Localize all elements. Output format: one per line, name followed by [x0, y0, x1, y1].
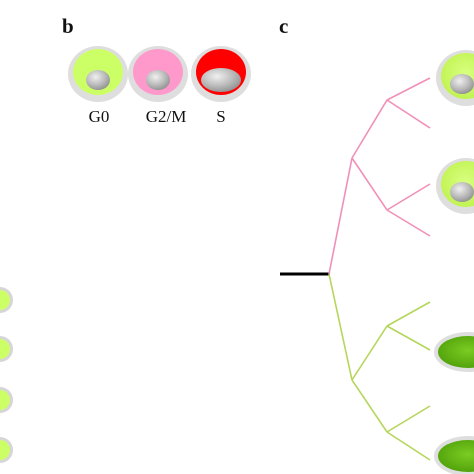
- panel-a-cell-2: [0, 336, 13, 362]
- legend-label-g2m: G2/M: [145, 107, 187, 126]
- leaf-cell-g0-1: [436, 50, 474, 106]
- nucleus-icon: [146, 70, 170, 90]
- panel-a-cell-3: [0, 387, 13, 413]
- pink-branch: [328, 77, 431, 275]
- panel-b-label: b: [62, 14, 74, 38]
- legend-cell-s: [191, 46, 251, 102]
- panel-a-cell-1: [0, 287, 13, 313]
- leaf-cell-dark-green-1: [434, 332, 474, 372]
- legend-cell-g2m: [128, 46, 188, 102]
- nucleus-icon: [201, 68, 241, 92]
- nucleus-icon: [450, 74, 474, 94]
- legend-cell-g0: [68, 46, 128, 102]
- leaf-cell-dark-green-2: [434, 436, 474, 474]
- panel-c-label: c: [279, 14, 289, 38]
- leaf-cell-g0-2: [436, 158, 474, 214]
- legend-label-s: S: [216, 107, 226, 126]
- legend-label-g0: G0: [88, 107, 110, 126]
- green-branch: [328, 273, 431, 461]
- nucleus-icon: [86, 70, 110, 90]
- panel-a-cell-4: [0, 437, 13, 463]
- nucleus-icon: [450, 182, 474, 202]
